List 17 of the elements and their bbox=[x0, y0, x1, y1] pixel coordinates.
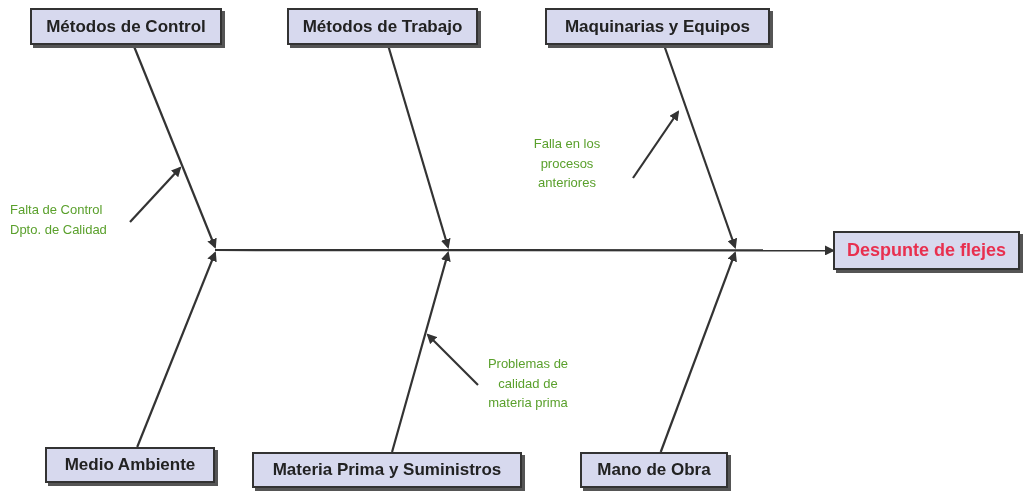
arrow bbox=[659, 251, 737, 453]
arrow bbox=[391, 251, 451, 453]
arrow bbox=[136, 251, 217, 448]
category-box: Medio Ambiente bbox=[45, 447, 215, 483]
category-box: Métodos de Control bbox=[30, 8, 222, 45]
cause-text: Falla en los procesos anteriores bbox=[517, 134, 617, 193]
category-box: Maquinarias y Equipos bbox=[545, 8, 770, 45]
arrow bbox=[632, 110, 680, 179]
cause-text: Problemas de calidad de materia prima bbox=[478, 354, 578, 413]
category-box: Materia Prima y Suministros bbox=[252, 452, 522, 488]
category-box: Métodos de Trabajo bbox=[287, 8, 478, 45]
arrow bbox=[426, 333, 479, 386]
effect-box: Despunte de flejes bbox=[833, 231, 1020, 270]
arrow bbox=[129, 166, 182, 223]
arrow bbox=[215, 245, 835, 256]
category-box: Mano de Obra bbox=[580, 452, 728, 488]
cause-text: Falta de Control Dpto. de Calidad bbox=[10, 200, 135, 239]
